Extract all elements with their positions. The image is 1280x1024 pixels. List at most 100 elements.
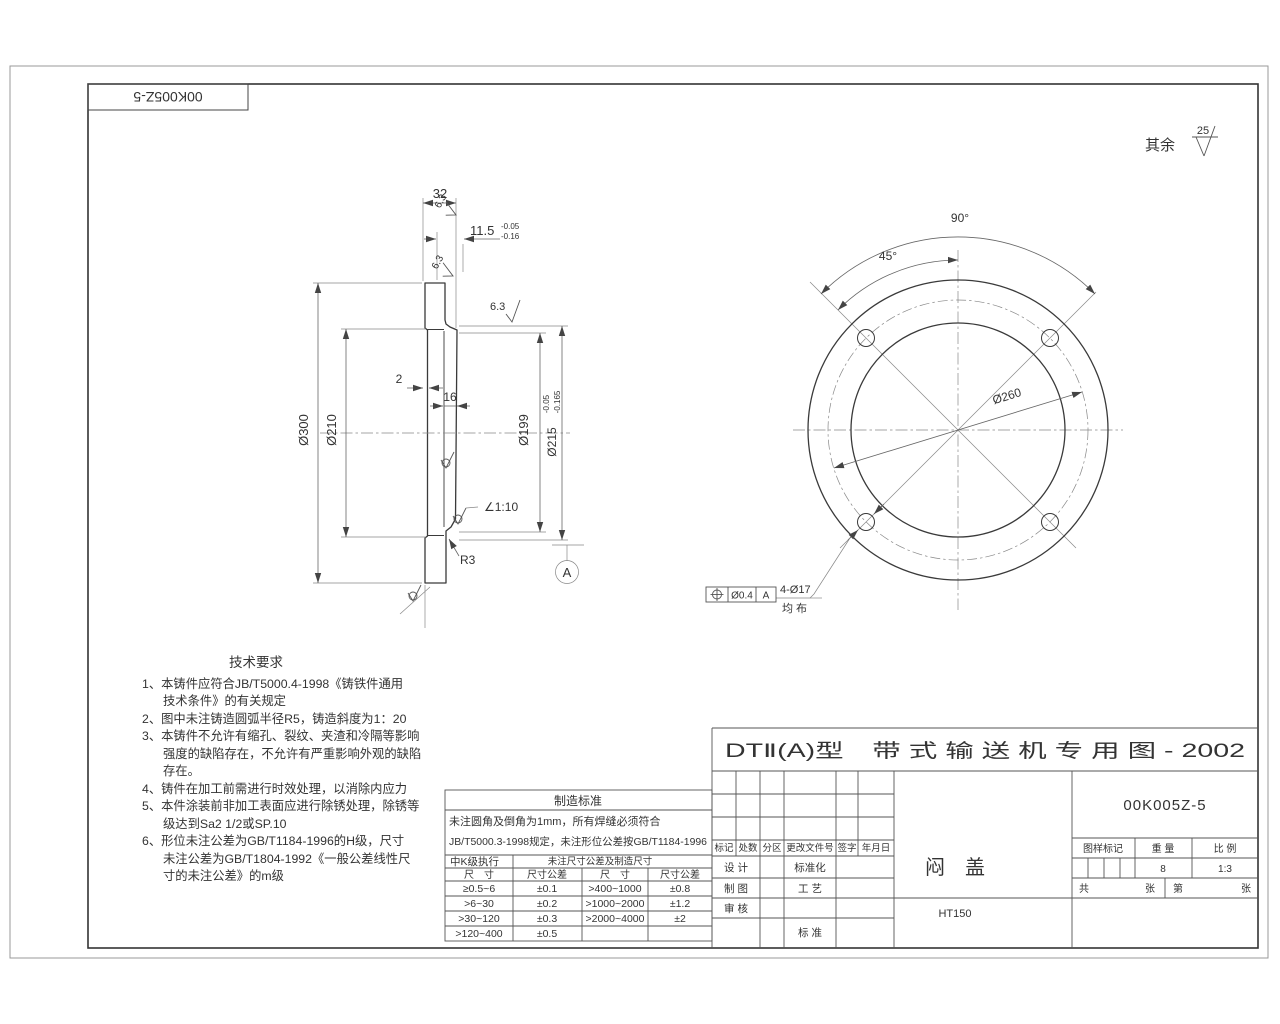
svg-text:比 例: 比 例 (1214, 842, 1237, 855)
revision-header: 标记 处数 分区 更改文件号 签字 年月日 (714, 842, 890, 854)
tech-req-line: 1、本铸件应符合JB/T5000.4-1998《铸铁件通用 (142, 676, 403, 691)
drawing-number: 00K005Z-5 (1123, 797, 1206, 814)
svg-text:±0.5: ±0.5 (537, 928, 558, 940)
tech-req-title: 技术要求 (229, 655, 283, 670)
mfg-subheader: 未注尺寸公差及制造尺寸 (548, 856, 653, 868)
dim-d215-tol-lo: -0.165 (553, 390, 562, 413)
section-internal-edges (427, 329, 445, 536)
svg-text:处数: 处数 (738, 842, 758, 854)
svg-text:审 核: 审 核 (724, 902, 748, 915)
title-block-grid (711, 727, 1258, 948)
svg-text:>120~400: >120~400 (455, 928, 502, 940)
svg-text:±0.8: ±0.8 (670, 883, 691, 895)
svg-text:标准化: 标准化 (794, 861, 826, 874)
svg-text:>6~30: >6~30 (464, 898, 494, 910)
dim-d210: Ø210 (324, 414, 339, 446)
mfg-standard-table: 制造标准 未注圆角及倒角为1mm，所有焊缝必须符合 JB/T5000.3-199… (444, 789, 713, 942)
r3-label: R3 (460, 553, 476, 567)
tech-req-line: 存在。 (163, 764, 200, 778)
svg-text:±1.2: ±1.2 (670, 898, 691, 910)
dim-d199: Ø199 (516, 414, 531, 446)
tech-req-line: 6、形位未注公差为GB/T1184-1996的H级，尺寸 (142, 833, 404, 848)
drawing-title: DTⅡ(A)型 带 式 输 送 机 专 用 图 - 2002 (725, 740, 1245, 762)
dim-11-5-tol-lo: -0.16 (501, 232, 520, 241)
position-tolerance-value: Ø0.4 (731, 591, 753, 602)
part-name: 闷 盖 (925, 856, 985, 879)
outer-circle (807, 279, 1109, 581)
dim-d215-tol-hi: -0.05 (542, 394, 551, 413)
svg-text:>30~120: >30~120 (458, 913, 500, 925)
mfg-note-line: 未注圆角及倒角为1mm，所有焊缝必须符合 (449, 814, 660, 828)
angle-90: 90° (951, 211, 969, 225)
drawing-info-labels: 图样标记 重 量 比 例 8 1:3 共 张 第 张 (1079, 842, 1251, 895)
bolt-holes (857, 329, 1059, 531)
svg-text:>2000~4000: >2000~4000 (586, 913, 645, 925)
svg-text:共: 共 (1079, 883, 1089, 895)
svg-text:标 准: 标 准 (798, 927, 822, 939)
title-block: DTⅡ(A)型 带 式 输 送 机 专 用 图 - 2002 00K005Z-5… (711, 727, 1258, 948)
svg-text:±0.2: ±0.2 (537, 898, 558, 910)
svg-text:更改文件号: 更改文件号 (786, 842, 834, 854)
bolt-circle (827, 299, 1089, 561)
dim-11-5: 11.5 (470, 223, 494, 238)
datum-a-label: A (563, 565, 572, 580)
cast-surface-icon (452, 506, 479, 525)
tech-req-line: 技术条件》的有关规定 (163, 693, 286, 708)
svg-text:6.3: 6.3 (490, 301, 505, 313)
hole-pattern-label: 均 布 (782, 602, 807, 615)
roughness-icon: 6.3 (490, 299, 521, 323)
svg-text:签字: 签字 (837, 842, 856, 854)
svg-text:第: 第 (1173, 882, 1183, 895)
mfg-col-header: 尺 寸 (464, 868, 494, 881)
corner-code: 00K005Z-5 (133, 89, 202, 105)
tech-req-line: 4、铸件在加工前需进行时效处理，以消除内应力 (142, 781, 407, 796)
mfg-table-rows: ≥0.5~6 ±0.1 >400~1000 ±0.8 >6~30 ±0.2 >1… (455, 883, 690, 940)
extension-lines (313, 198, 568, 628)
svg-text:工 艺: 工 艺 (798, 883, 822, 895)
taper-label: ∠1:10 (484, 500, 518, 514)
section-view: 32 11.5 -0.05 -0.16 2 16 Ø300 Ø210 Ø199 … (296, 186, 584, 628)
svg-text:制 图: 制 图 (724, 882, 748, 895)
tech-req-line: 2、图中未注铸造圆弧半径R5，铸造斜度为1：20 (142, 711, 407, 726)
svg-text:年月日: 年月日 (862, 842, 891, 854)
mfg-note-line: JB/T5000.3-1998规定，未注形位公差按GB/T1184-1996 (449, 835, 707, 848)
svg-text:±0.3: ±0.3 (537, 913, 558, 925)
mfg-col-header: 尺 寸 (600, 868, 630, 881)
dim-16: 16 (443, 390, 457, 404)
surface-roughness-note: 其余 25 (1145, 125, 1218, 157)
angle-dimensions (820, 236, 1096, 541)
roughness-icon (1192, 125, 1218, 157)
hole-callout: 4-Ø17 均 布 (776, 537, 851, 615)
svg-text:图样标记: 图样标记 (1083, 842, 1123, 855)
mfg-table-grid (444, 789, 713, 942)
hole-count-label: 4-Ø17 (780, 584, 811, 596)
technical-requirements: 技术要求 1、本铸件应符合JB/T5000.4-1998《铸铁件通用 技术条件》… (142, 655, 421, 883)
svg-text:设 计: 设 计 (724, 861, 748, 874)
mfg-note-line: 中K级执行 (450, 855, 500, 868)
diagonal-centerline (809, 281, 1077, 549)
position-tolerance-frame: Ø0.4 A (705, 586, 777, 603)
surface-note-label: 其余 (1145, 136, 1175, 154)
roughness-icon: 6.3 (430, 253, 454, 277)
svg-text:标记: 标记 (714, 842, 734, 854)
position-tolerance-icon (710, 588, 724, 601)
mfg-col-header: 尺寸公差 (527, 868, 567, 881)
dim-11-5-tol-hi: -0.05 (501, 222, 520, 231)
weight-value: 8 (1160, 864, 1166, 875)
circular-view: 90° 45° Ø260 4-Ø17 均 布 Ø0.4 A (705, 211, 1123, 615)
svg-text:>1000~2000: >1000~2000 (586, 898, 645, 910)
dim-2: 2 (396, 372, 403, 386)
dimension-lines (314, 199, 566, 583)
tech-req-line: 3、本铸件不允许有缩孔、裂纹、夹渣和冷隔等影响 (142, 728, 419, 743)
signature-labels: 设 计 标准化 制 图 工 艺 审 核 标 准 (724, 861, 826, 939)
drawing-border (9, 65, 1269, 959)
tech-req-line: 5、本件涂装前非加工表面应进行除锈处理，除锈等 (142, 798, 419, 813)
cast-surface-icon (440, 451, 455, 469)
svg-text:分区: 分区 (762, 843, 782, 854)
svg-text:张: 张 (1241, 883, 1251, 895)
svg-text:±2: ±2 (674, 913, 686, 925)
dim-d215: Ø215 (545, 427, 559, 457)
tech-req-line: 级达到Sa2 1/2或SP.10 (163, 817, 287, 831)
tech-req-line: 未注公差为GB/T1804-1992《一般公差线性尺 (163, 851, 410, 866)
